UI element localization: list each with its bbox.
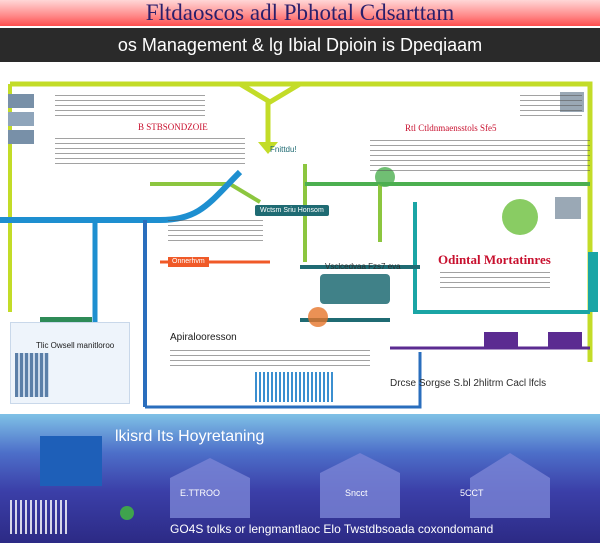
server-icon — [8, 94, 34, 108]
top-left-desc — [55, 138, 245, 164]
top-left-text — [55, 95, 205, 119]
orange-pill: Onnerhvm — [168, 257, 209, 267]
building-shape — [320, 453, 400, 518]
top-right-heading: Rtl Ctldnmaensstols Sfe5 — [405, 123, 497, 133]
top-branch-line — [238, 81, 302, 105]
top-center-chip: Fnittdu! — [270, 145, 297, 154]
purple-block-2 — [548, 332, 582, 348]
band-title: lkisrd Its Hoyretaning — [115, 428, 265, 445]
right-tank — [588, 252, 598, 312]
page-title: Fltdaoscos adl Pbhotal Cdsarttam — [145, 0, 455, 25]
center-heading: Apiralooresson — [170, 332, 237, 343]
footer-text: GO4S tolks or lengmantlaoc Elo Twstdbsoa… — [170, 522, 494, 536]
left-box-title: Tlic Owsell manitloroo — [36, 341, 115, 350]
top-left-heading: B STBSONDZOIE — [138, 122, 208, 132]
center-pill-right: Vsclcedvaa Fzs7 eva — [325, 262, 401, 271]
building-label-1: E.TTROO — [180, 488, 220, 498]
building-shape — [170, 458, 250, 518]
page-subtitle: os Management & lg Ibial Dpioin is Dpeqi… — [117, 35, 483, 55]
building-shape — [470, 453, 550, 518]
teal-right-line — [413, 202, 590, 314]
building-label-2: Sncct — [345, 488, 368, 498]
left-info-panel: Tlic Owsell manitloroo — [10, 322, 130, 404]
center-pill-main: Wctsm Sriu Honsom — [255, 205, 329, 216]
green-dot-icon — [120, 506, 134, 520]
green-left-line — [150, 182, 262, 204]
top-right-text — [520, 95, 582, 119]
server-icon-2 — [8, 112, 34, 126]
title-bar — [0, 0, 600, 26]
purple-block-1 — [484, 332, 518, 348]
plant-icon-3 — [308, 307, 328, 327]
right-desc — [440, 272, 550, 288]
building-silhouettes — [170, 453, 550, 518]
blue-upper-pipe — [0, 169, 243, 223]
server-icon-3 — [8, 130, 34, 144]
plant-icon — [502, 199, 538, 235]
blue-bottom-line — [145, 352, 422, 409]
device-icon — [40, 436, 102, 486]
purple-caption: Drcse Sorgse S.bl 2hlitrm Cacl lfcls — [390, 378, 547, 389]
building-chart-icon — [15, 353, 49, 397]
center-left-text — [168, 220, 263, 244]
blue-bar-chart-icon — [255, 372, 335, 402]
center-desc — [170, 350, 370, 368]
building-label-3: 5CCT — [460, 488, 484, 498]
factory-icon — [555, 197, 581, 219]
subtitle-bar — [0, 28, 600, 62]
top-right-desc — [370, 140, 590, 174]
top-arrow-head — [258, 142, 278, 154]
center-machine-box — [320, 274, 390, 304]
white-bar-chart-icon — [10, 500, 70, 534]
right-heading: Odintal Mortatinres — [438, 252, 551, 267]
